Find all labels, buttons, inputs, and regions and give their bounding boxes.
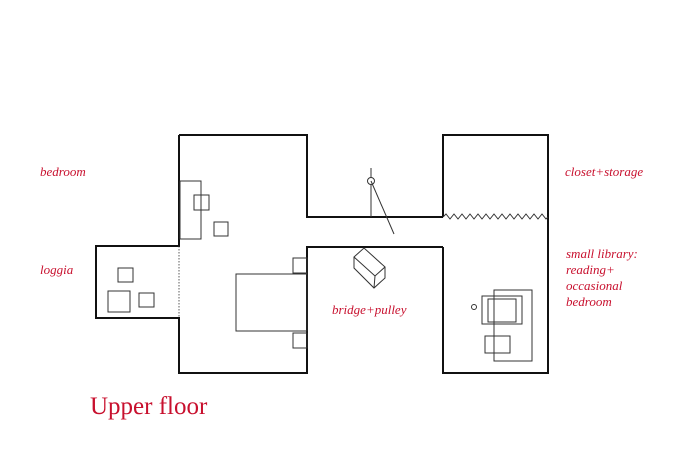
loggia-box-3 [138,292,155,308]
label-library: small library: reading+ occasional bedro… [566,246,638,309]
pulley-basket [353,247,386,289]
library-armchair-outer [481,295,523,325]
bed [235,273,308,332]
loggia-box-2 [107,290,131,313]
label-closet: closet+storage [565,164,644,179]
bedroom-box-1 [193,194,210,211]
page-title: Upper floor [90,393,208,420]
night-table-top [292,257,308,274]
library-desk [484,335,511,354]
night-table-bottom [292,332,308,349]
library-shelf [493,289,533,362]
label-loggia: loggia [40,262,74,277]
closet-zigzag-divider [442,213,549,220]
label-bridge: bridge+pulley [332,302,407,317]
library-lamp [471,304,477,310]
loggia-box-1 [117,267,134,283]
label-bedroom: bedroom [40,164,86,179]
bedroom-box-2 [213,221,229,237]
right-wing-walls [442,134,549,374]
library-armchair-inner [487,298,517,323]
left-wing-walls [95,134,443,374]
pulley-arm [370,180,395,235]
